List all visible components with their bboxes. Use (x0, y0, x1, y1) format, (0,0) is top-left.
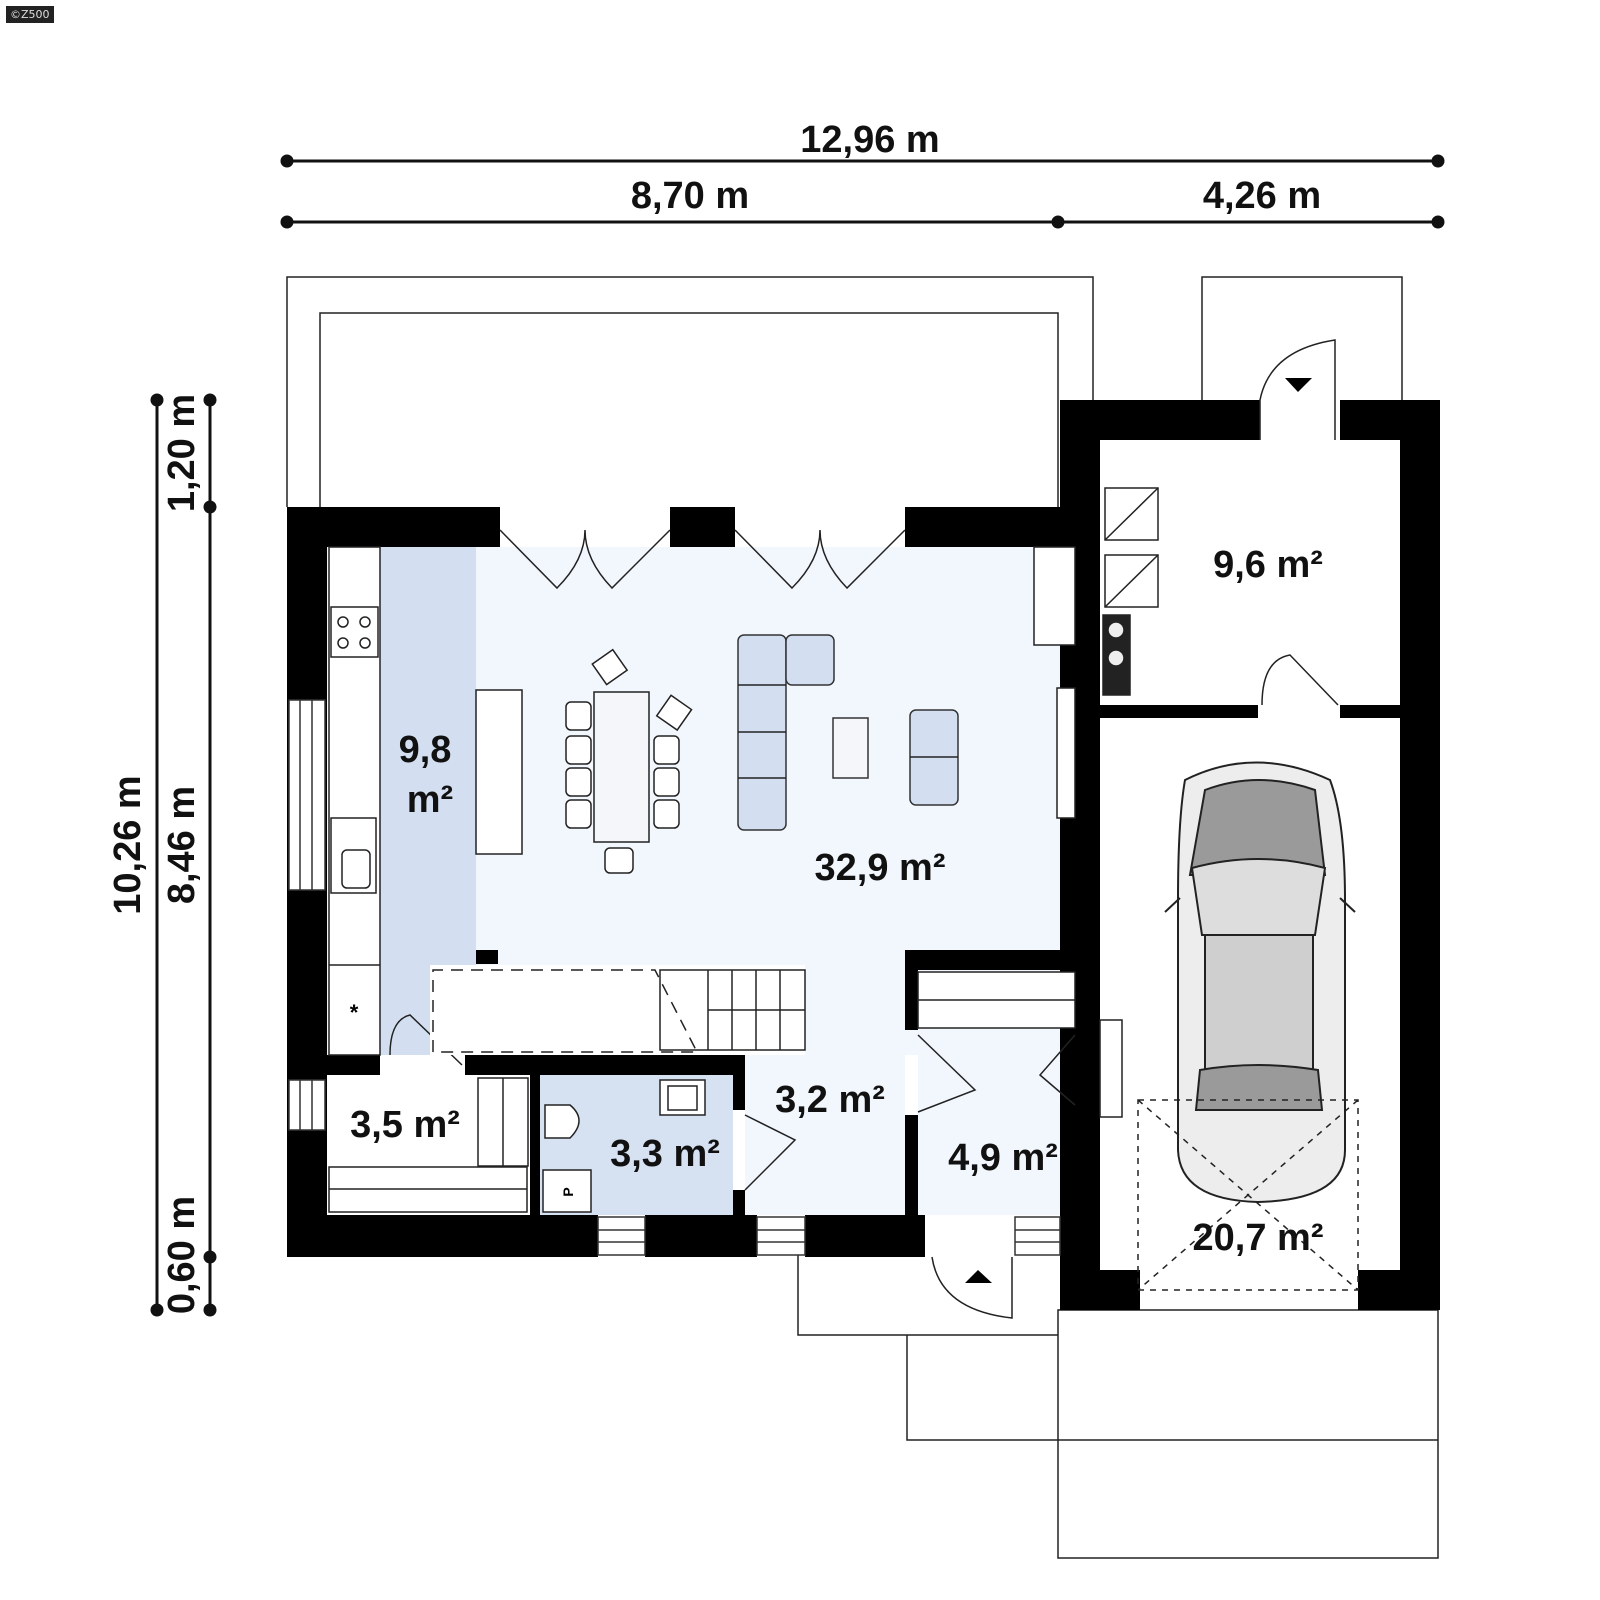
boiler-label: P (560, 1187, 576, 1196)
stairs (430, 965, 806, 1055)
doors (389, 339, 1339, 1319)
fireplace (1033, 546, 1076, 646)
room-area-hall: 3,2 m² (775, 1079, 885, 1121)
room-area-bathroom: 3,3 m² (610, 1133, 720, 1175)
room-area-pantry: 3,5 m² (350, 1104, 460, 1146)
room-area-garage: 20,7 m² (1193, 1217, 1324, 1259)
room-area-kitchen-unit: m² (407, 779, 453, 821)
kitchen-counter (328, 546, 523, 1056)
room-area-living: 32,9 m² (815, 847, 946, 889)
dim-total-width: 12,96 m (800, 119, 939, 161)
dim-total-depth: 10,26 m (107, 775, 149, 914)
bathroom-fixtures (542, 1079, 706, 1213)
dim-house-depth: 8,46 m (161, 786, 203, 904)
z500-logo: ©Z500 (6, 6, 54, 23)
room-area-boiler: 9,6 m² (1213, 544, 1323, 586)
fridge-symbol: * (350, 1000, 359, 1025)
entrance-arrow-icon (965, 1270, 992, 1283)
terrace-outlines (286, 276, 1439, 1559)
wardrobes (328, 971, 1076, 1213)
dim-terrace-depth: 1,20 m (161, 394, 203, 512)
garage-door (1137, 1099, 1359, 1291)
sofa (737, 634, 959, 831)
dining-table (565, 648, 693, 874)
dim-house-width: 8,70 m (631, 175, 749, 217)
walls (287, 400, 1440, 1310)
dim-garage-width: 4,26 m (1203, 175, 1321, 217)
dimension-lines (150, 154, 1445, 1317)
car (1164, 761, 1356, 1204)
windows (288, 699, 1061, 1256)
boiler-equipment (1102, 487, 1159, 696)
tv (1056, 687, 1076, 819)
dim-front-offset: 0,60 m (161, 1196, 203, 1314)
room-area-vestibule: 4,9 m² (948, 1137, 1058, 1179)
entrance-arrow-icon (1285, 378, 1312, 392)
room-area-kitchen: 9,8 (399, 729, 452, 771)
